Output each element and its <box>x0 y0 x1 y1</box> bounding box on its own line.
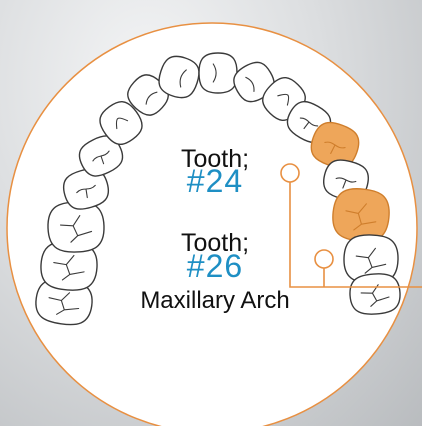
callout-24-number: #24 <box>150 164 280 198</box>
leader-anchor-24 <box>281 164 299 182</box>
leader-anchor-26 <box>315 250 333 268</box>
tooth <box>199 53 237 93</box>
tooth <box>349 272 402 315</box>
callout-26-number: #26 <box>150 249 280 283</box>
arch-label: Maxillary Arch <box>100 288 330 314</box>
